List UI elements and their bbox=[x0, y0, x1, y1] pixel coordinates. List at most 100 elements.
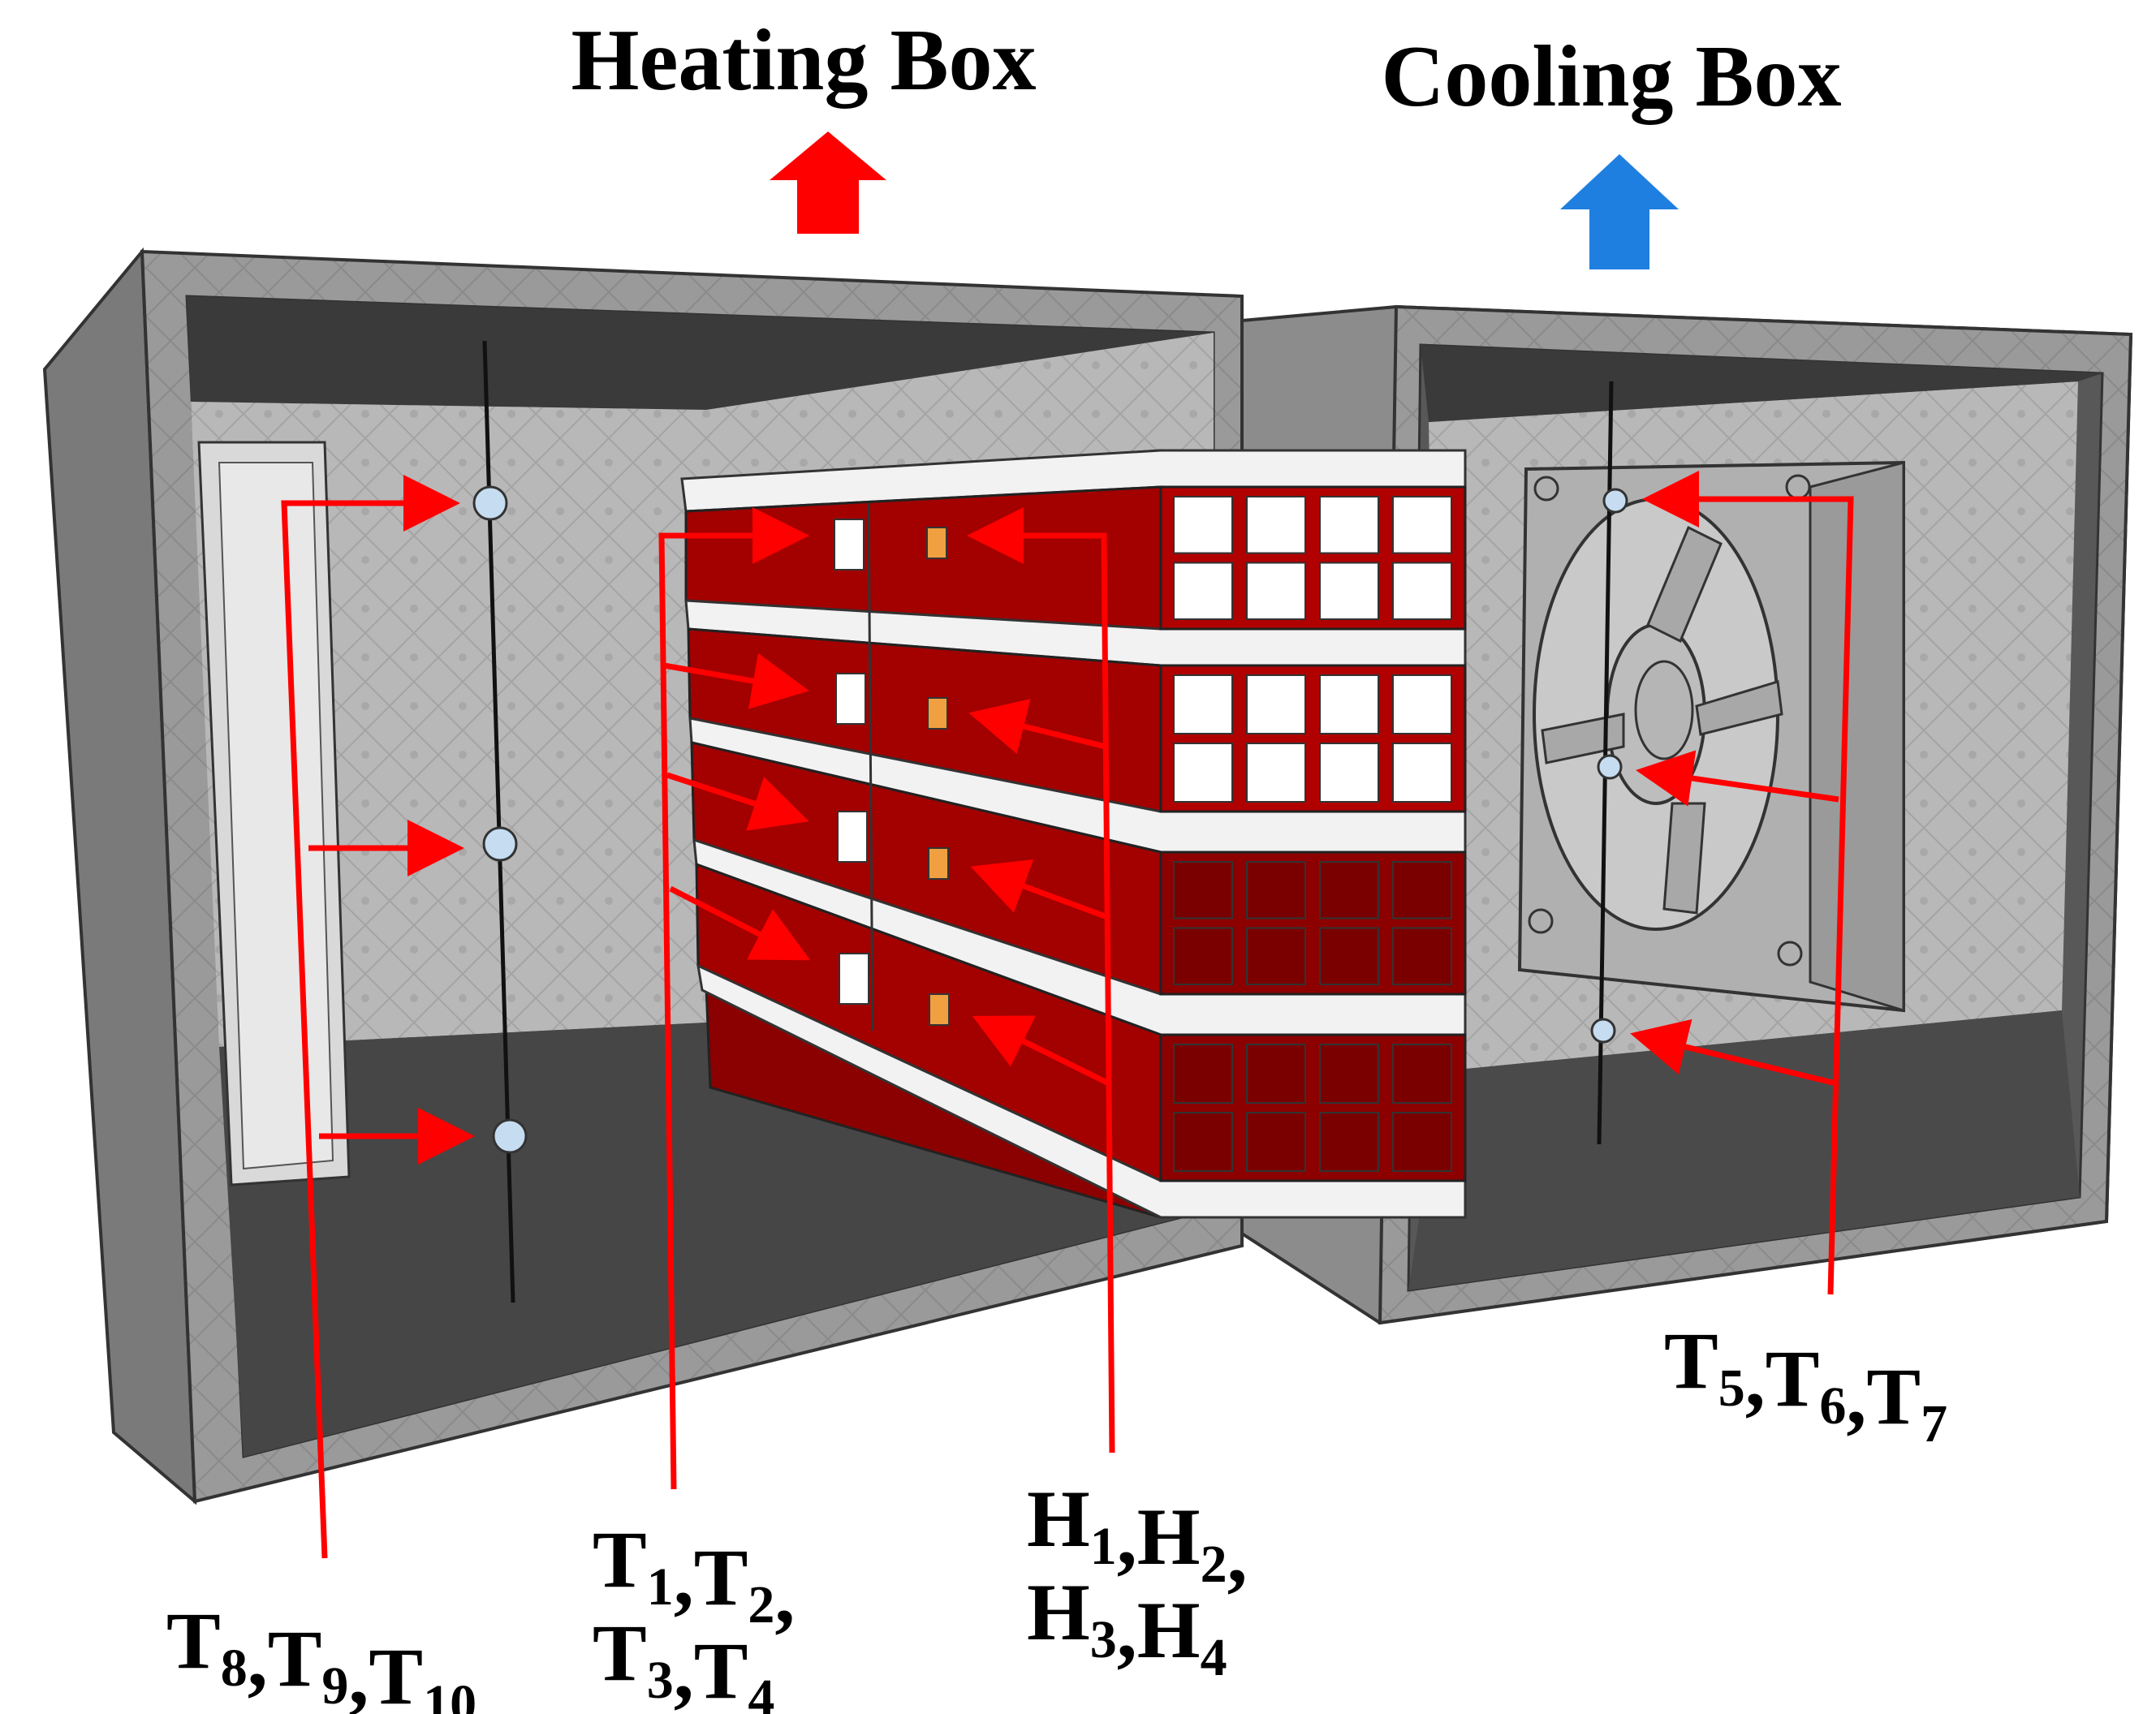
label-h3-h4: H3,H4 bbox=[1027, 1567, 1227, 1687]
sensor-t6 bbox=[1597, 754, 1623, 780]
module-cell bbox=[1392, 496, 1452, 554]
label-subscript: 9 bbox=[321, 1656, 348, 1714]
label-subscript: 6 bbox=[1819, 1376, 1846, 1436]
module-cell bbox=[1173, 674, 1233, 734]
heating-up-arrow-icon bbox=[770, 131, 886, 234]
module-cell bbox=[1319, 1044, 1379, 1104]
cooling-box-title: Cooling Box bbox=[1381, 28, 1841, 125]
module-cell bbox=[1173, 1112, 1233, 1172]
label-main-text: T bbox=[166, 1596, 221, 1686]
leader-t8 bbox=[281, 475, 460, 1559]
leader-h4 bbox=[972, 1015, 1110, 1087]
label-subscript: 1 bbox=[1090, 1517, 1117, 1576]
module-cell bbox=[1319, 1112, 1379, 1172]
label-main-text: , bbox=[774, 1550, 795, 1640]
sensor-t7 bbox=[1590, 1018, 1616, 1044]
label-subscript: 2 bbox=[748, 1575, 774, 1634]
leader-t7 bbox=[1630, 1018, 1837, 1087]
leader-t1 bbox=[658, 507, 809, 1490]
label-main-text: H bbox=[1027, 1567, 1090, 1657]
module-cell bbox=[1392, 743, 1452, 803]
label-main-text: ,T bbox=[348, 1631, 423, 1714]
label-subscript: 4 bbox=[748, 1669, 774, 1714]
module-cell bbox=[1392, 861, 1452, 919]
module-cell-grids bbox=[1173, 496, 1452, 1172]
label-main-text: T bbox=[593, 1514, 647, 1604]
module-stack bbox=[680, 449, 1467, 1219]
label-subscript: 7 bbox=[1921, 1394, 1947, 1453]
label-subscript: 2 bbox=[1201, 1535, 1227, 1594]
sensor-t3 bbox=[837, 811, 868, 863]
label-main-text: ,T bbox=[1745, 1333, 1820, 1423]
label-main-text: ,T bbox=[248, 1613, 322, 1703]
label-main-text: H bbox=[1027, 1474, 1090, 1564]
label-main-text: T bbox=[593, 1608, 647, 1698]
cooling-fan-icon bbox=[1517, 460, 1905, 1013]
module-cell bbox=[1173, 1044, 1233, 1104]
label-t5-t6-t7: T5,T6,T7 bbox=[1664, 1316, 1947, 1453]
module-cell bbox=[1173, 861, 1233, 919]
sensor-h4 bbox=[929, 993, 950, 1026]
leader-h2 bbox=[968, 699, 1106, 755]
leader-t2 bbox=[663, 652, 809, 709]
cooling-up-arrow-icon bbox=[1560, 154, 1679, 269]
label-h1-h2: H1,H2, bbox=[1027, 1474, 1248, 1600]
label-main-text: ,H bbox=[1117, 1585, 1201, 1675]
label-t3-t4: T3,T4 bbox=[593, 1608, 774, 1714]
module-cell bbox=[1173, 496, 1233, 554]
label-subscript: 8 bbox=[221, 1639, 248, 1698]
module-cell bbox=[1392, 927, 1452, 985]
label-main-text: ,T bbox=[1846, 1351, 1921, 1441]
module-cell bbox=[1392, 1112, 1452, 1172]
module-cell bbox=[1246, 674, 1306, 734]
label-t1-t2: T1,T2, bbox=[593, 1514, 795, 1640]
module-cell bbox=[1246, 496, 1306, 554]
sensor-h2 bbox=[927, 697, 948, 730]
module-cell bbox=[1319, 496, 1379, 554]
sensor-t5 bbox=[1602, 488, 1628, 514]
annotation-leaders bbox=[281, 471, 1854, 1559]
label-subscript: 3 bbox=[1090, 1610, 1117, 1669]
module-cell bbox=[1392, 562, 1452, 620]
module-cell bbox=[1319, 861, 1379, 919]
module-cell bbox=[1173, 562, 1233, 620]
module-cell bbox=[1246, 861, 1306, 919]
label-subscript: 4 bbox=[1201, 1628, 1227, 1687]
module-cell bbox=[1246, 927, 1306, 985]
label-subscript: 5 bbox=[1718, 1359, 1745, 1418]
label-subscript: 10 bbox=[423, 1674, 476, 1714]
module-cell bbox=[1246, 562, 1306, 620]
module-cell bbox=[1246, 1112, 1306, 1172]
heating-box-title: Heating Box bbox=[571, 12, 1036, 109]
label-t8-t9-t10: T8,T9,T10 bbox=[166, 1596, 476, 1714]
sensor-t1 bbox=[834, 519, 865, 571]
label-main-text: , bbox=[1227, 1509, 1248, 1600]
sensor-t9 bbox=[482, 826, 518, 862]
leader-h1 bbox=[967, 507, 1115, 1453]
label-main-text: T bbox=[1664, 1316, 1718, 1406]
leader-t4 bbox=[669, 885, 811, 961]
label-subscript: 1 bbox=[647, 1557, 674, 1617]
module-cell bbox=[1319, 562, 1379, 620]
sensor-h1 bbox=[926, 527, 947, 559]
leader-t3 bbox=[666, 772, 809, 831]
sensor-t2 bbox=[835, 673, 866, 725]
module-cell bbox=[1319, 743, 1379, 803]
module-cell bbox=[1246, 1044, 1306, 1104]
module-cell bbox=[1246, 743, 1306, 803]
label-main-text: ,T bbox=[674, 1532, 748, 1622]
label-main-text: ,T bbox=[674, 1626, 748, 1714]
leader-t5 bbox=[1642, 471, 1854, 1295]
module-cell bbox=[1173, 927, 1233, 985]
module-cell bbox=[1319, 674, 1379, 734]
sensor-h3 bbox=[928, 847, 949, 880]
sensor-t4 bbox=[839, 953, 869, 1005]
module-cell bbox=[1173, 743, 1233, 803]
label-subscript: 3 bbox=[647, 1651, 674, 1710]
module-cell bbox=[1319, 927, 1379, 985]
sensor-t8 bbox=[472, 485, 508, 521]
leader-h3 bbox=[970, 859, 1109, 920]
leader-t6 bbox=[1636, 750, 1839, 807]
